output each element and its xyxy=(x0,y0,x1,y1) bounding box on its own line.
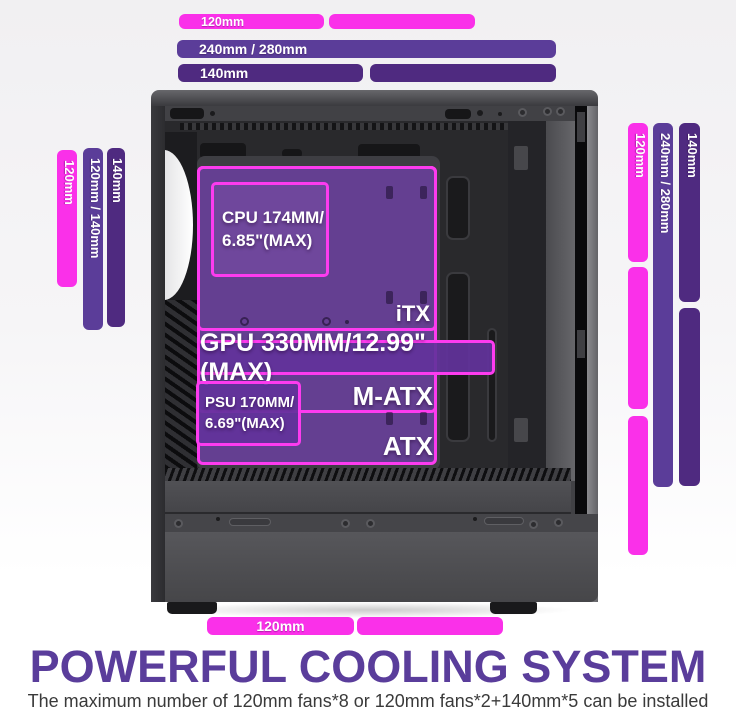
mount-dot xyxy=(345,320,349,324)
standoff-mark xyxy=(420,186,427,199)
gap-bracket xyxy=(577,330,585,358)
left-fan-bar-120mm: 120mm xyxy=(57,150,77,287)
left-radiator-bar-120-140: 120mm / 140mm xyxy=(83,148,103,330)
screw-icon xyxy=(366,519,375,528)
case-foot xyxy=(167,602,217,614)
vent-slot xyxy=(229,518,271,526)
top-io-cutout xyxy=(170,108,204,119)
psu-shroud xyxy=(165,481,571,514)
matx-label: M-ATX xyxy=(352,381,433,411)
front-fan-blades xyxy=(165,150,193,300)
bar-label: 120mm / 140mm xyxy=(88,158,103,259)
standoff-mark xyxy=(386,291,393,304)
psu-clearance-box: PSU 170MM/ 6.69"(MAX) xyxy=(196,381,301,446)
top-cable-cutout xyxy=(445,109,471,119)
cpu-clearance-line2: 6.85"(MAX) xyxy=(222,230,313,250)
bottom-fan-bar-120mm-1: 120mm xyxy=(207,617,354,635)
mount-hole xyxy=(240,317,249,326)
left-fan-bar-140mm: 140mm xyxy=(107,148,125,327)
right-fan-bar-140mm-2 xyxy=(679,308,700,486)
mount-hole xyxy=(322,317,331,326)
case-foot xyxy=(490,602,537,614)
bar-label: 120mm xyxy=(256,618,305,634)
gpu-clearance-label: GPU 330MM/12.99" (MAX) xyxy=(200,328,426,386)
standoff-mark xyxy=(386,412,393,425)
bar-label: 140mm xyxy=(685,133,700,178)
bracket-mark xyxy=(514,146,528,170)
cpu-clearance-box: CPU 174MM/ 6.85"(MAX) xyxy=(211,182,329,277)
screw-icon xyxy=(518,108,527,117)
case-lower-front xyxy=(151,532,598,602)
cable-slot xyxy=(487,328,497,442)
top-interior-cutout xyxy=(282,149,302,158)
screw-icon xyxy=(543,107,552,116)
screw-icon xyxy=(556,107,565,116)
top-vent-slats xyxy=(180,123,510,130)
front-panel-edge xyxy=(151,106,165,602)
bottom-vent-hatch xyxy=(165,468,571,481)
bar-label: 120mm xyxy=(201,14,245,29)
cable-grommet xyxy=(446,176,470,240)
itx-label: iTX xyxy=(395,301,430,326)
screw-icon xyxy=(341,519,350,528)
standoff-mark xyxy=(386,186,393,199)
front-vent-hatch xyxy=(165,300,197,480)
right-fan-bar-120mm-1: 120mm xyxy=(628,123,648,262)
bottom-fan-bar-120mm-2 xyxy=(357,617,503,635)
right-edge-panel xyxy=(587,106,598,602)
top-fan-bar-120mm-2 xyxy=(329,14,475,29)
screw-dot xyxy=(216,517,220,521)
bar-label: 240mm / 280mm xyxy=(658,133,673,234)
page-subtitle: The maximum number of 120mm fans*8 or 12… xyxy=(27,691,709,711)
psu-clearance-line1: PSU 170MM/ xyxy=(205,394,295,412)
bracket-mark xyxy=(514,418,528,442)
screw-icon xyxy=(554,518,563,527)
bar-label: 140mm xyxy=(200,65,249,81)
bar-label: 120mm xyxy=(633,133,648,178)
back-inner-wall xyxy=(546,121,575,481)
vent-slot xyxy=(484,517,524,525)
itx-zone xyxy=(197,166,437,331)
case-top-rim xyxy=(151,90,598,106)
right-fan-bar-120mm-2 xyxy=(628,267,648,409)
front-fan-rail xyxy=(165,132,197,480)
standoff-mark xyxy=(420,291,427,304)
right-fan-bar-120mm-3 xyxy=(628,416,648,555)
bar-label: 240mm / 280mm xyxy=(199,41,308,57)
top-fan-bar-140mm-1: 140mm xyxy=(178,64,363,82)
right-fan-bar-140mm-1: 140mm xyxy=(679,123,700,302)
screw-icon xyxy=(529,520,538,529)
top-interior-cutout xyxy=(200,143,246,159)
screw-dot xyxy=(473,517,477,521)
screw-icon xyxy=(174,519,183,528)
psu-clearance-line2: 6.69"(MAX) xyxy=(205,414,285,432)
standoff-mark xyxy=(420,412,427,425)
right-radiator-bar-240-280: 240mm / 280mm xyxy=(653,123,673,487)
cpu-clearance-line1: CPU 174MM/ xyxy=(222,207,325,227)
gap-bracket xyxy=(577,112,585,142)
gpu-clearance-bar: GPU 330MM/12.99" (MAX) xyxy=(197,329,495,386)
bar-label: 120mm xyxy=(62,160,77,205)
page-title: POWERFUL COOLING SYSTEM xyxy=(29,641,707,692)
top-radiator-bar-240-280: 240mm / 280mm xyxy=(177,40,556,58)
screw-dot xyxy=(210,111,215,116)
bar-label: 140mm xyxy=(110,158,125,203)
top-fan-bar-140mm-2 xyxy=(370,64,556,82)
atx-label: ATX xyxy=(382,431,433,461)
screw-dot xyxy=(498,112,502,116)
screw-dot xyxy=(477,110,483,116)
case-shadow xyxy=(165,602,575,618)
top-fan-bar-120mm-1: 120mm xyxy=(179,14,324,29)
